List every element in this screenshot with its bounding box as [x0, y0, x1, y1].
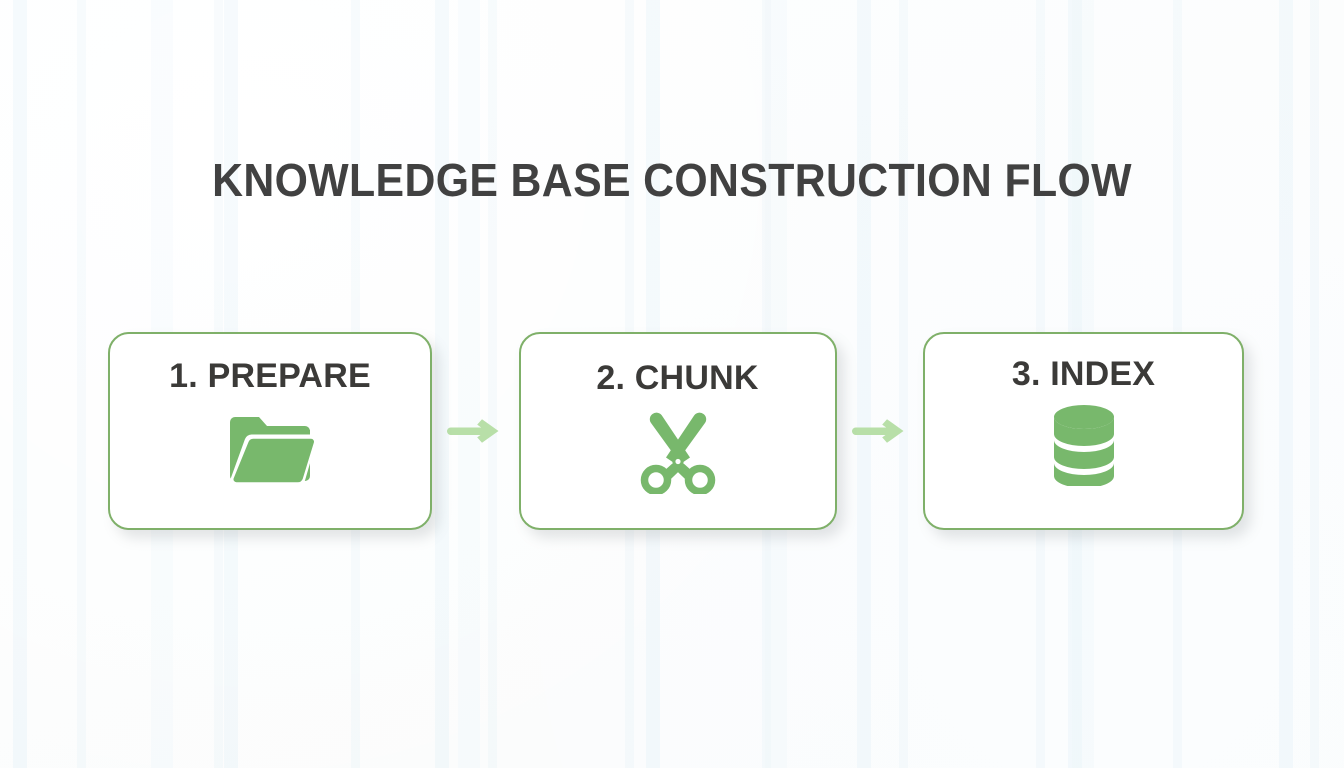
flow-step-label: 2. CHUNK: [596, 359, 759, 397]
database-icon: [1053, 405, 1114, 486]
flow-connector-2: [849, 414, 911, 448]
flow-diagram: 1. PREPARE 2. CHUNK: [108, 332, 1244, 530]
flow-step-label: 3. INDEX: [1011, 355, 1156, 393]
folder-icon: [230, 417, 317, 486]
page-title: KNOWLEDGE BASE CONSTRUCTION FLOW: [212, 154, 1132, 206]
flow-connector-1: [444, 414, 506, 448]
flow-step-prepare[interactable]: 1. PREPARE: [108, 332, 432, 530]
arrow-right-icon: [447, 419, 499, 443]
scissors-icon: [640, 412, 715, 494]
flow-step-chunk[interactable]: 2. CHUNK: [518, 332, 837, 530]
flow-step-index[interactable]: 3. INDEX: [923, 332, 1244, 530]
flow-step-label: 1. PREPARE: [169, 357, 371, 395]
arrow-right-icon: [851, 419, 904, 443]
